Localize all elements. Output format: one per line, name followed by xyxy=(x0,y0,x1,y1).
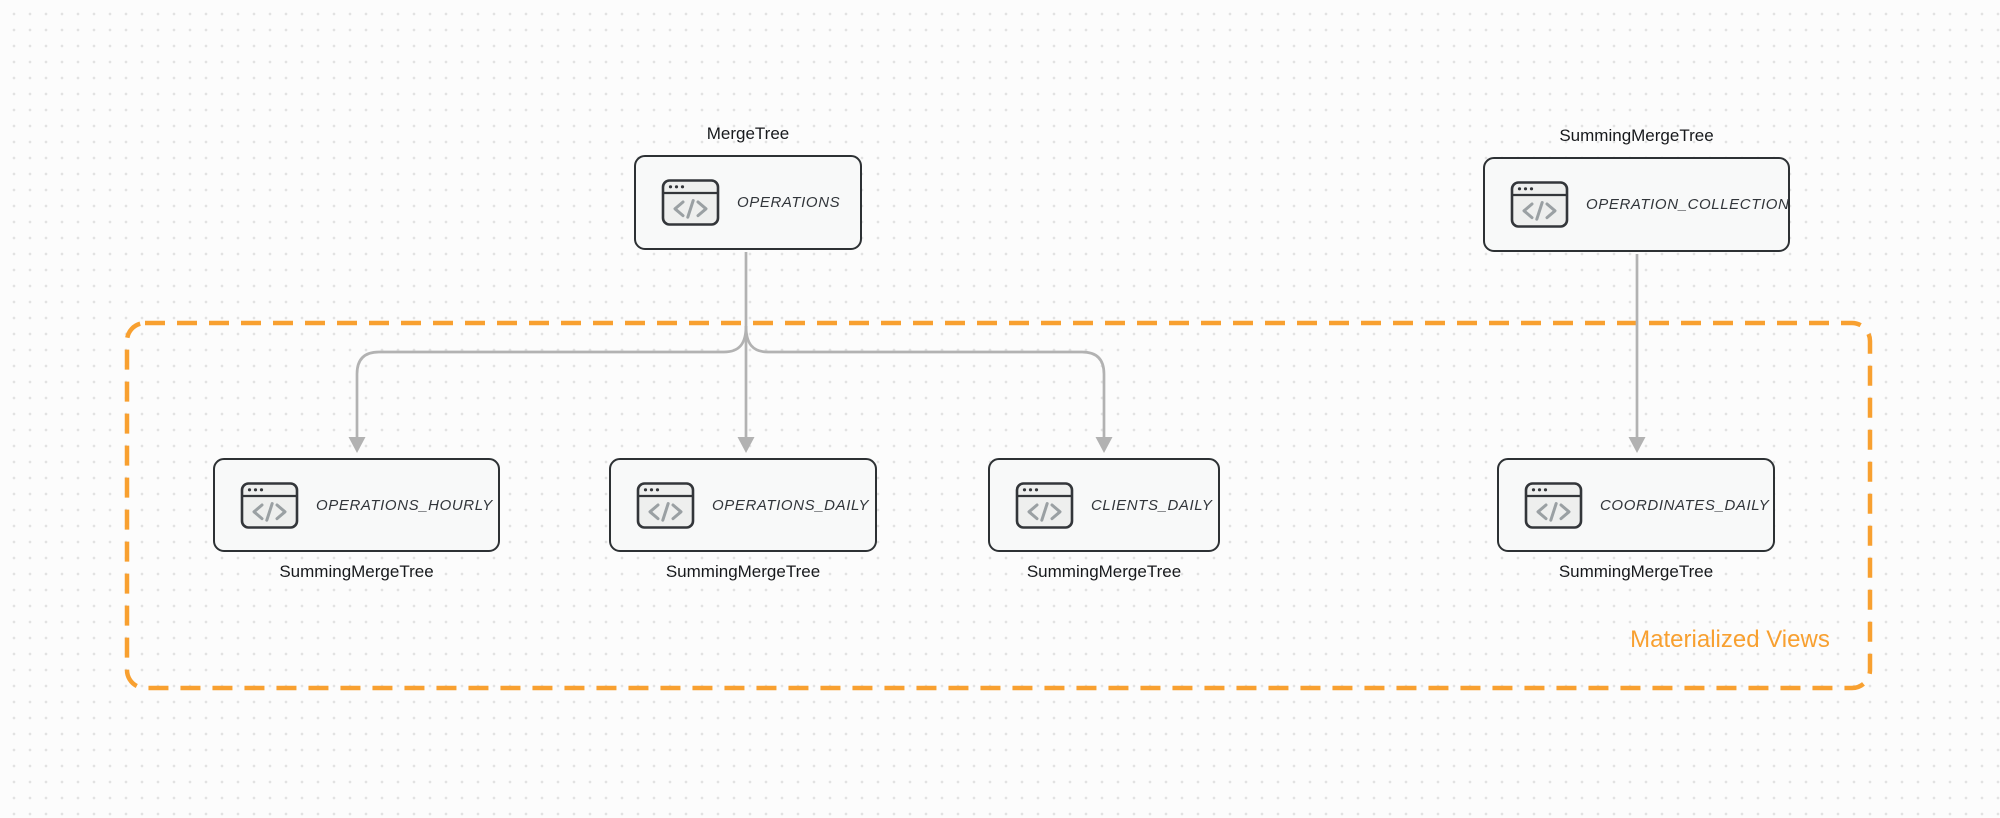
code-window-icon xyxy=(240,481,299,529)
engine-label-operations-hourly: SummingMergeTree xyxy=(279,562,434,581)
engine-label-operation-collection: SummingMergeTree xyxy=(1559,126,1714,145)
node-operations[interactable]: OPERATIONS xyxy=(634,155,862,250)
code-window-icon xyxy=(1015,481,1074,529)
engine-label-operations: MergeTree xyxy=(706,124,790,143)
node-clients-daily[interactable]: CLIENTS_DAILY xyxy=(988,458,1220,552)
code-window-icon xyxy=(636,481,695,529)
node-operations-daily[interactable]: OPERATIONS_DAILY xyxy=(609,458,877,552)
arrowhead-icon xyxy=(737,437,755,453)
node-title: COORDINATES_DAILY xyxy=(1600,496,1770,514)
engine-label-clients-daily: SummingMergeTree xyxy=(1026,562,1182,581)
node-operation-collection[interactable]: OPERATION_COLLECTION xyxy=(1483,157,1790,252)
arrowhead-icon xyxy=(1628,437,1646,453)
materialized-views-label: Materialized Views xyxy=(1630,626,1830,653)
node-title: OPERATIONS xyxy=(737,194,841,211)
node-operations-hourly[interactable]: OPERATIONS_HOURLY xyxy=(213,458,500,552)
arrowhead-icon xyxy=(348,437,366,453)
edge-operations-to-operations-hourly xyxy=(355,325,748,440)
materialized-views-group-frame[interactable] xyxy=(124,320,1873,691)
code-window-icon xyxy=(1510,181,1569,228)
engine-label-coordinates-daily: SummingMergeTree xyxy=(1558,562,1714,581)
code-window-icon xyxy=(661,179,720,226)
engine-label-operations-daily: SummingMergeTree xyxy=(665,562,821,581)
node-title: OPERATIONS_DAILY xyxy=(712,496,870,514)
code-window-icon xyxy=(1524,481,1583,529)
arrowhead-icon xyxy=(1095,437,1113,453)
edge-operations-to-clients-daily xyxy=(744,325,1106,440)
node-coordinates-daily[interactable]: COORDINATES_DAILY xyxy=(1497,458,1775,552)
node-title: OPERATION_COLLECTION xyxy=(1586,196,1790,213)
node-title: CLIENTS_DAILY xyxy=(1091,496,1213,514)
node-title: OPERATIONS_HOURLY xyxy=(316,496,493,514)
